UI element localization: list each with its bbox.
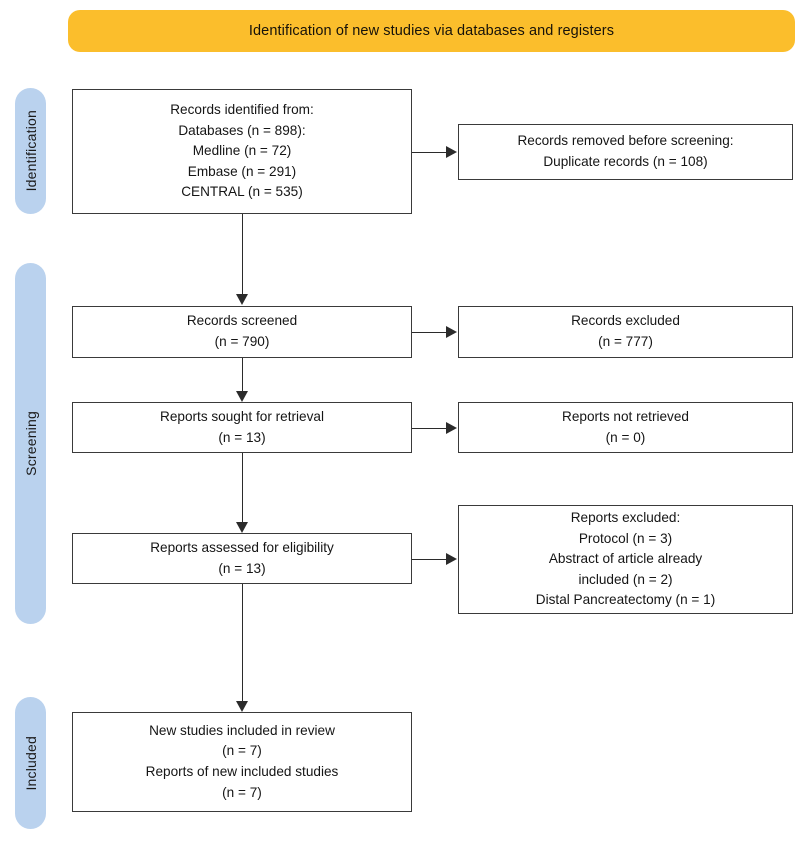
reports-excluded-line-2: Protocol (n = 3) <box>578 530 673 546</box>
records-identified-line-1: Records identified from: <box>170 101 314 117</box>
reports-not-retrieved-line-2: (n = 0) <box>605 429 646 445</box>
reports-sought-line-2: (n = 13) <box>218 429 266 445</box>
arrowhead-identified-to-screened <box>236 294 248 305</box>
connector-assessed-to-excluded <box>412 559 446 560</box>
connector-identified-to-screened <box>242 214 243 294</box>
reports-assessed-line-2: (n = 13) <box>218 560 266 576</box>
records-excluded-box: Records excluded (n = 777) <box>458 306 793 358</box>
reports-excluded-line-1: Reports excluded: <box>570 509 681 525</box>
reports-excluded-line-5: Distal Pancreatectomy (n = 1) <box>535 592 716 608</box>
identification-banner-label: Identification of new studies via databa… <box>248 23 615 39</box>
records-screened-box: Records screened (n = 790) <box>72 306 412 358</box>
reports-excluded-box: Reports excluded: Protocol (n = 3) Abstr… <box>458 505 793 614</box>
stage-pill-screening: Screening <box>15 263 46 624</box>
arrowhead-identified-to-removed <box>446 146 457 158</box>
reports-excluded-line-4: included (n = 2) <box>578 571 673 587</box>
identification-banner: Identification of new studies via databa… <box>68 10 795 52</box>
new-studies-included-box: New studies included in review (n = 7) R… <box>72 712 412 812</box>
arrowhead-assessed-to-excluded <box>446 553 457 565</box>
reports-not-retrieved-box: Reports not retrieved (n = 0) <box>458 402 793 453</box>
stage-label-screening: Screening <box>22 411 39 476</box>
connector-sought-to-not-retrieved <box>412 428 446 429</box>
stage-pill-included: Included <box>15 697 46 829</box>
reports-excluded-line-3: Abstract of article already <box>548 551 703 567</box>
new-studies-included-line-2: (n = 7) <box>222 743 262 759</box>
connector-screened-to-sought <box>242 358 243 391</box>
reports-sought-box: Reports sought for retrieval (n = 13) <box>72 402 412 453</box>
records-identified-line-3: Medline (n = 72) <box>192 143 292 159</box>
reports-assessed-box: Reports assessed for eligibility (n = 13… <box>72 533 412 584</box>
connector-sought-to-assessed <box>242 453 243 522</box>
records-removed-line-1: Records removed before screening: <box>517 133 734 149</box>
records-identified-line-5: CENTRAL (n = 535) <box>181 184 303 200</box>
records-removed-line-2: Duplicate records (n = 108) <box>543 154 708 169</box>
arrowhead-screened-to-excluded <box>446 326 457 338</box>
stage-label-included: Included <box>22 735 39 791</box>
records-identified-line-2: Databases (n = 898): <box>178 122 306 138</box>
new-studies-included-line-1: New studies included in review <box>149 722 335 738</box>
stage-label-identification: Identification <box>22 110 39 192</box>
stage-pill-identification: Identification <box>15 88 46 214</box>
new-studies-included-line-3: Reports of new included studies <box>145 764 339 779</box>
records-excluded-line-2: (n = 777) <box>598 334 653 349</box>
connector-screened-to-excluded <box>412 332 446 333</box>
arrowhead-sought-to-assessed <box>236 522 248 533</box>
reports-sought-line-1: Reports sought for retrieval <box>160 408 324 424</box>
connector-assessed-to-included <box>242 584 243 701</box>
records-screened-line-1: Records screened <box>186 313 298 329</box>
arrowhead-screened-to-sought <box>236 391 248 402</box>
records-removed-box: Records removed before screening: Duplic… <box>458 124 793 180</box>
new-studies-included-line-4: (n = 7) <box>222 784 262 800</box>
arrowhead-assessed-to-included <box>236 701 248 712</box>
records-excluded-line-1: Records excluded <box>571 313 680 329</box>
records-screened-line-2: (n = 790) <box>214 334 270 349</box>
connector-identified-to-removed <box>412 152 446 153</box>
reports-not-retrieved-line-1: Reports not retrieved <box>562 408 689 424</box>
records-identified-line-4: Embase (n = 291) <box>187 163 297 179</box>
reports-assessed-line-1: Reports assessed for eligibility <box>150 539 334 555</box>
arrowhead-sought-to-not-retrieved <box>446 422 457 434</box>
records-identified-box: Records identified from: Databases (n = … <box>72 89 412 214</box>
